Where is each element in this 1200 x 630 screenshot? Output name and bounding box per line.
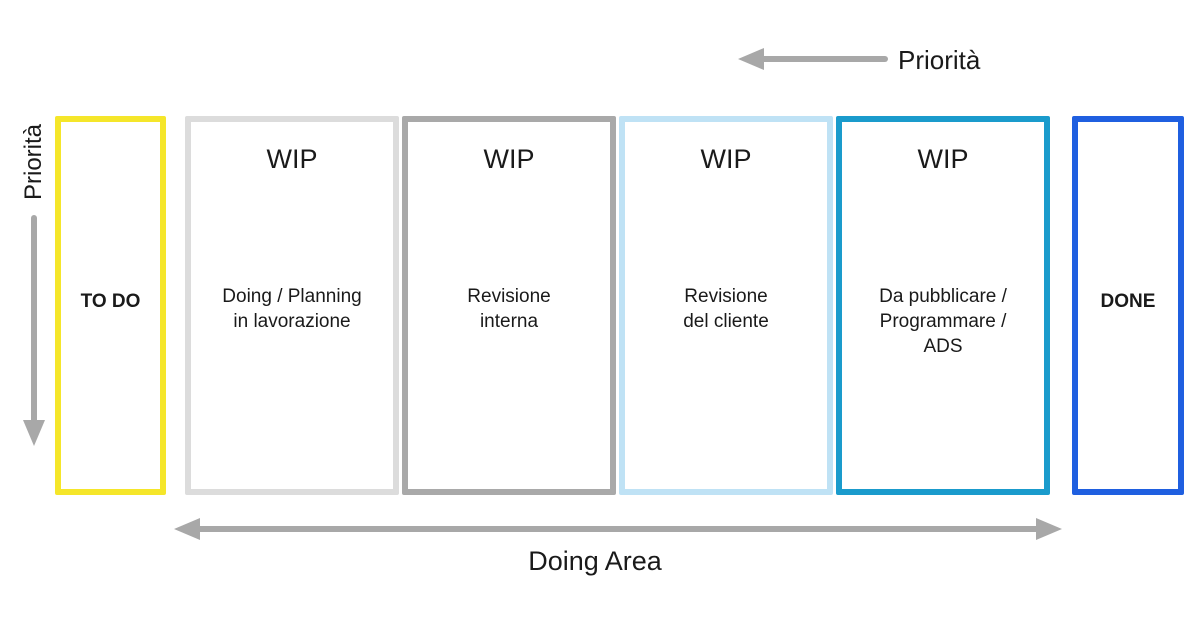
wip-description: Revisione interna bbox=[414, 284, 604, 334]
wip-description-line: Revisione bbox=[684, 286, 768, 307]
wip-column-client-review: WIP Revisione del cliente bbox=[619, 116, 833, 495]
priority-side-arrow-icon bbox=[23, 215, 45, 446]
wip-description-line: Da pubblicare / bbox=[879, 286, 1007, 307]
wip-description-line: Revisione bbox=[467, 286, 551, 307]
wip-description-line: ADS bbox=[923, 336, 963, 357]
wip-title: WIP bbox=[266, 144, 318, 174]
wip-title: WIP bbox=[483, 144, 535, 174]
wip-description-line: interna bbox=[479, 311, 539, 332]
wip-title: WIP bbox=[917, 144, 969, 174]
wip-column-doing: WIP Doing / Planning in lavorazione bbox=[185, 116, 399, 495]
wip-description-line: Programmare / bbox=[879, 311, 1007, 332]
done-column: DONE bbox=[1072, 116, 1184, 495]
wip-description: Da pubblicare / Programmare / ADS bbox=[848, 284, 1038, 359]
wip-description-line: in lavorazione bbox=[233, 311, 351, 332]
done-label: DONE bbox=[1100, 290, 1156, 312]
doing-area-label: Doing Area bbox=[528, 546, 662, 576]
wip-description-line: Doing / Planning bbox=[222, 286, 362, 307]
priority-top-arrow-icon bbox=[738, 48, 888, 70]
todo-label: TO DO bbox=[80, 290, 141, 312]
priority-top-label: Priorità bbox=[898, 45, 981, 75]
wip-column-publish: WIP Da pubblicare / Programmare / ADS bbox=[836, 116, 1050, 495]
wip-description: Revisione del cliente bbox=[631, 284, 821, 334]
doing-area-arrow-icon bbox=[174, 518, 1062, 540]
wip-description: Doing / Planning in lavorazione bbox=[197, 284, 387, 334]
wip-description-line: del cliente bbox=[683, 311, 769, 332]
wip-column-internal-review: WIP Revisione interna bbox=[402, 116, 616, 495]
priority-side-label: Priorità bbox=[20, 123, 47, 201]
todo-column: TO DO bbox=[55, 116, 166, 495]
wip-title: WIP bbox=[700, 144, 752, 174]
